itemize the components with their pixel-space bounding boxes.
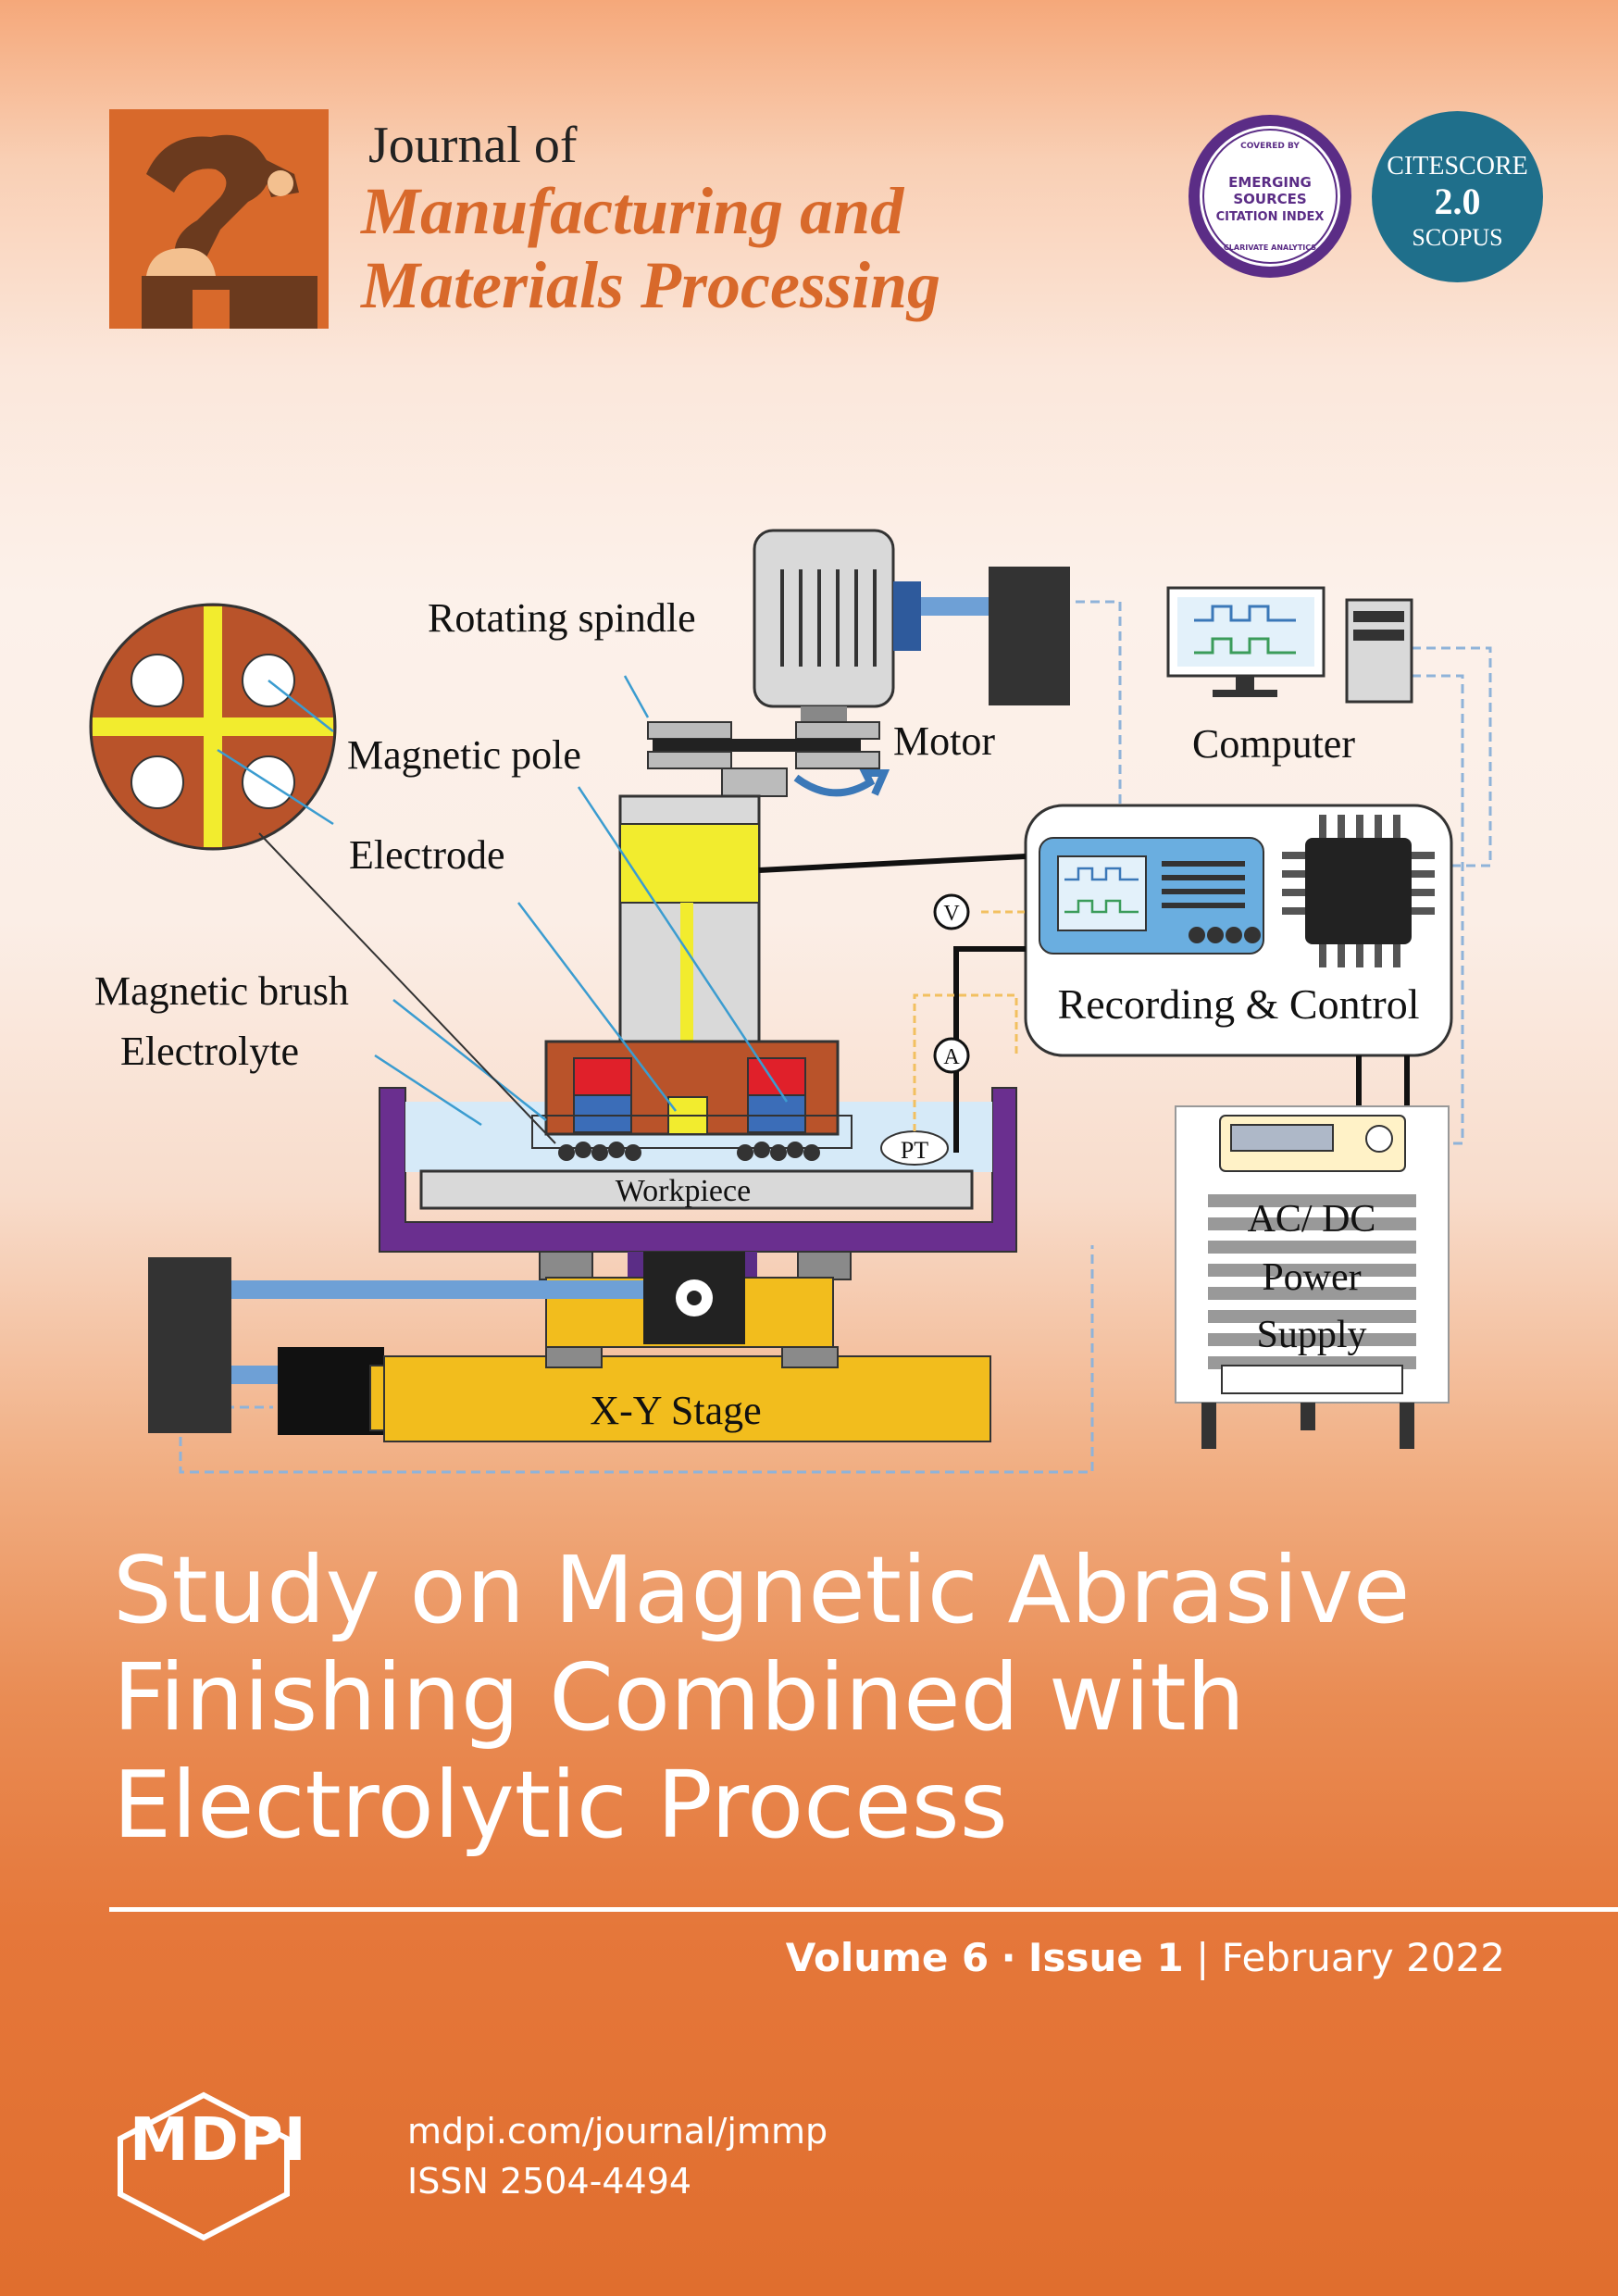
- citescore-source: SCOPUS: [1412, 224, 1503, 251]
- esci-line3: CITATION INDEX: [1216, 210, 1325, 224]
- label-magnetic-brush: Magnetic brush: [94, 968, 349, 1014]
- issue-date: February 2022: [1221, 1935, 1505, 1980]
- label-rotating-spindle: Rotating spindle: [428, 595, 696, 641]
- article-title-line2: Finishing Combined with: [113, 1643, 1246, 1752]
- article-title-line1: Study on Magnetic Abrasive: [113, 1536, 1411, 1644]
- article-title-line3: Electrolytic Process: [113, 1751, 1008, 1859]
- workpiece: [419, 1169, 974, 1210]
- xy-stage: [383, 1355, 991, 1442]
- label-magnetic-pole: Magnetic pole: [347, 732, 581, 778]
- stage-driver: [148, 1257, 231, 1433]
- label-ammeter: A: [943, 1045, 960, 1069]
- motor-driver: [989, 567, 1070, 705]
- esci-line1: EMERGING: [1228, 174, 1312, 191]
- label-motor: Motor: [893, 718, 995, 764]
- esci-line2: SOURCES: [1233, 191, 1306, 207]
- label-computer: Computer: [1192, 721, 1355, 767]
- mdpi-logo-hexagon-icon: [118, 2091, 290, 2241]
- esci-top-text: COVERED BY: [1240, 142, 1300, 151]
- journal-title-line1: Manufacturing and: [361, 174, 904, 248]
- label-power-line2: Power: [1262, 1256, 1361, 1299]
- label-workpiece: Workpiece: [616, 1174, 751, 1208]
- issue-number: Issue 1: [1027, 1935, 1184, 1980]
- publisher-name: MDPI: [130, 2106, 307, 2175]
- volume-issue-separator: ·: [1001, 1935, 1016, 1980]
- label-xy-stage: X-Y Stage: [590, 1388, 761, 1433]
- motor-body: [753, 529, 895, 708]
- issn: ISSN 2504-4494: [407, 2161, 692, 2202]
- journal-logo: [109, 109, 329, 329]
- label-power-line1: AC/ DC: [1248, 1198, 1376, 1241]
- label-electrolyte: Electrolyte: [120, 1029, 299, 1074]
- volume: Volume 6: [785, 1935, 989, 1980]
- journal-title: Manufacturing and Materials Processing: [361, 174, 940, 322]
- label-voltmeter: V: [943, 902, 960, 926]
- citescore-value: 2.0: [1434, 181, 1481, 222]
- title-divider: [109, 1907, 1618, 1912]
- label-pt: PT: [901, 1137, 928, 1164]
- issue-info: Volume 6 · Issue 1 | February 2022: [786, 1935, 1505, 1980]
- journal-url[interactable]: mdpi.com/journal/jmmp: [407, 2111, 828, 2152]
- label-recording-control: Recording & Control: [1058, 980, 1420, 1028]
- journal-title-prefix: Journal of: [368, 117, 578, 174]
- process-schematic: Workpiece PT Recording & Control: [89, 529, 1492, 1474]
- processor-chip: [1305, 838, 1412, 944]
- label-power-line3: Supply: [1256, 1314, 1366, 1356]
- esci-badge: COVERED BY EMERGING SOURCES CITATION IND…: [1187, 113, 1353, 280]
- drive-belt: [653, 739, 861, 752]
- esci-bottom-text: CLARIVATE ANALYTICS: [1224, 243, 1316, 252]
- article-title: Study on Magnetic Abrasive Finishing Com…: [113, 1537, 1557, 1859]
- citescore-label: CITESCORE: [1387, 152, 1528, 181]
- journal-title-line2: Materials Processing: [361, 248, 941, 322]
- label-electrode: Electrode: [349, 832, 505, 878]
- issue-divider: |: [1196, 1935, 1210, 1980]
- citescore-badge: CITESCORE 2.0 SCOPUS: [1372, 111, 1543, 282]
